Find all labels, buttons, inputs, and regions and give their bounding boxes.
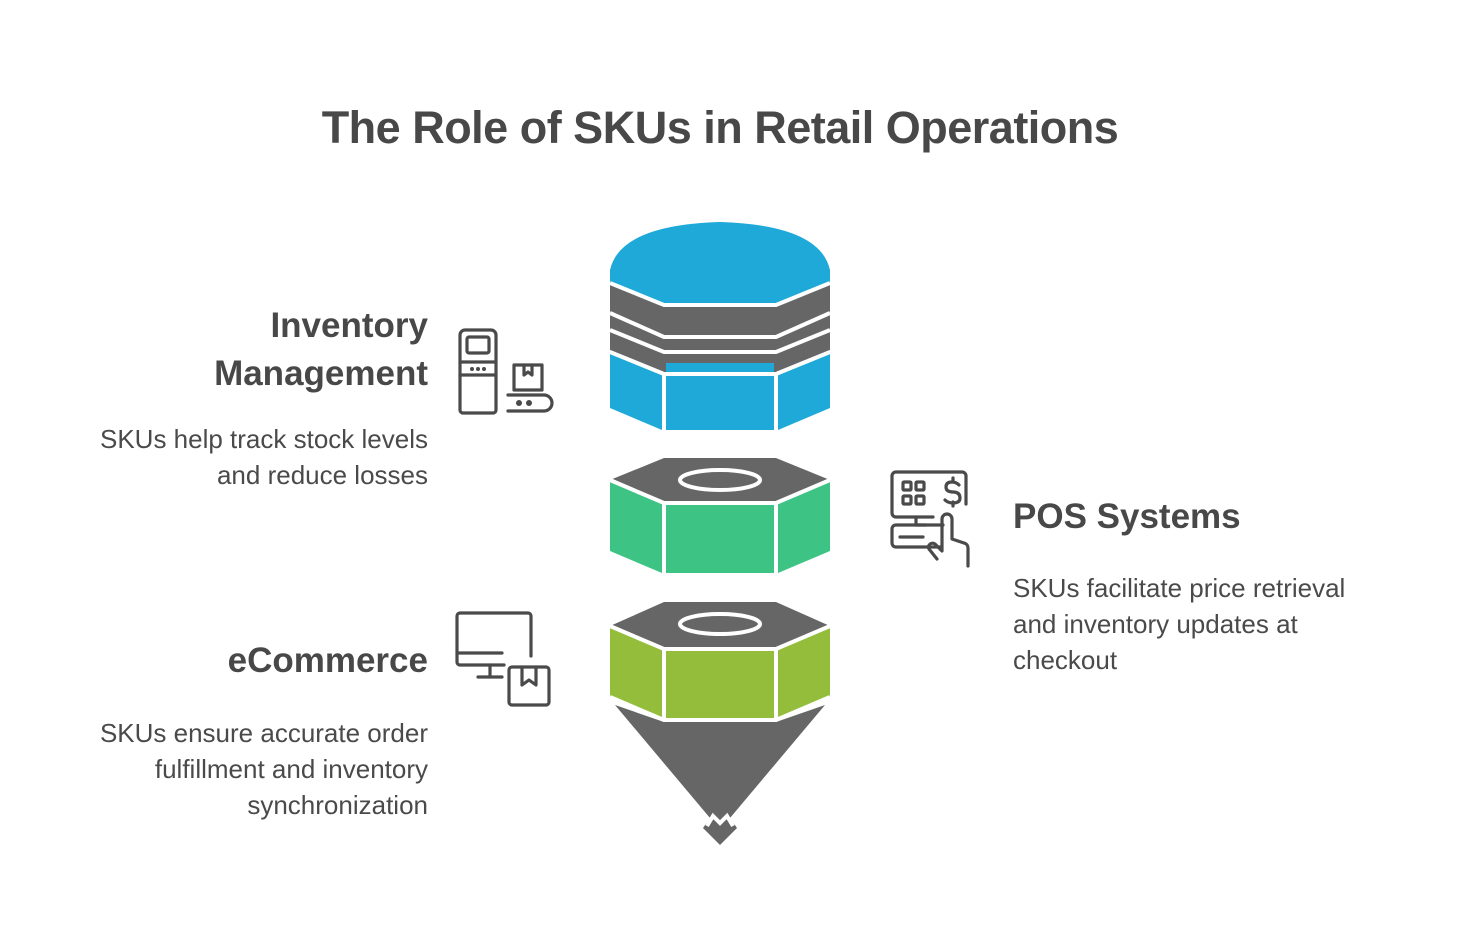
ecommerce-segment-face-front [666, 651, 774, 718]
page-title: The Role of SKUs in Retail Operations [321, 102, 1119, 153]
ecommerce-heading-line: eCommerce [227, 641, 428, 680]
computer-package-icon [455, 611, 551, 707]
ecommerce-segment-top [610, 602, 830, 648]
inventory-segment-face-right [778, 352, 830, 430]
inventory-description-line: and reduce losses [216, 460, 428, 490]
pos-description-line: and inventory updates at [1013, 609, 1298, 639]
pos-heading-line: POS Systems [1013, 497, 1241, 536]
ecommerce-segment-face-left [610, 628, 662, 718]
pos-segment-top [610, 458, 830, 502]
pos-segment-face-right [778, 482, 830, 573]
pos-segment-face-front [666, 505, 774, 573]
ecommerce-description: SKUs ensure accurate order fulfillment a… [20, 715, 428, 823]
inventory-heading-line: Management [214, 354, 428, 393]
inventory-segment-cap [610, 222, 830, 305]
inventory-heading: Inventory Management [100, 302, 428, 398]
ecommerce-description-line: SKUs ensure accurate order [99, 718, 428, 748]
ecommerce-description-line: fulfillment and inventory [154, 754, 428, 784]
pos-segment-face-left [610, 482, 662, 573]
pos-description-line: checkout [1013, 645, 1118, 675]
pos-segment-hole [678, 468, 762, 492]
ecommerce-segment-hole [678, 612, 762, 636]
pos-description-line: SKUs facilitate price retrieval [1013, 573, 1346, 603]
ecommerce-segment-face-right [778, 628, 830, 718]
ecommerce-description-line: synchronization [247, 790, 428, 820]
inventory-description: SKUs help track stock levels and reduce … [20, 421, 428, 493]
pos-segment [609, 458, 831, 575]
ecommerce-heading: eCommerce [100, 637, 428, 685]
ecommerce-segment-tip [615, 705, 825, 845]
pos-description: SKUs facilitate price retrieval and inve… [1013, 570, 1443, 678]
inventory-segment [609, 222, 831, 432]
pos-heading: POS Systems [1013, 493, 1413, 541]
inventory-heading-line: Inventory [270, 306, 428, 345]
inventory-segment-face-left [610, 352, 662, 430]
inventory-description-line: SKUs help track stock levels [99, 424, 428, 454]
ecommerce-segment [609, 602, 831, 845]
pos-terminal-icon [890, 470, 970, 568]
inventory-machine-conveyor-icon [458, 328, 554, 415]
